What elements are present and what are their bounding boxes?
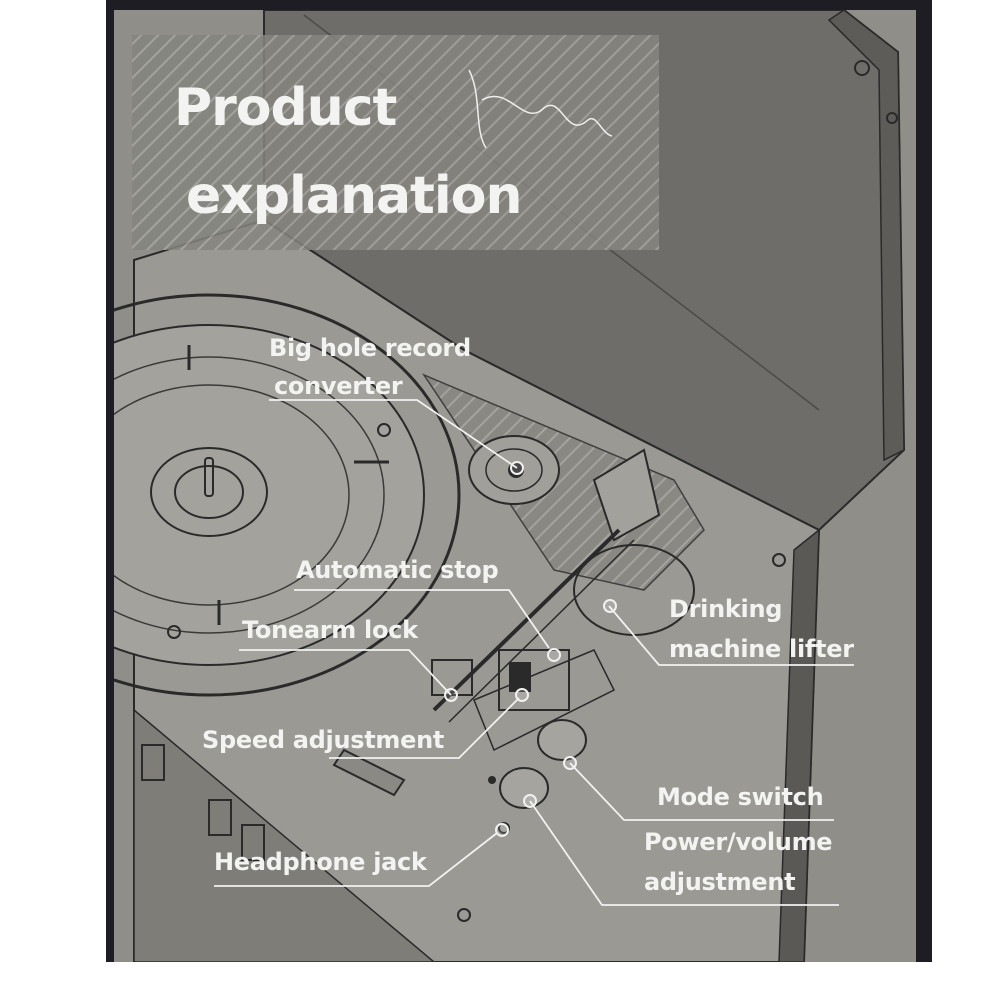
label-power-volume-adjustment: Power/volume (644, 828, 833, 856)
tonearm-counterweight (332, 748, 406, 797)
speed-switch-housing (498, 649, 570, 711)
label-tonearm-lock: Tonearm lock (242, 616, 418, 644)
base-right-edge (778, 528, 820, 962)
control-plate (473, 649, 616, 752)
leader-speed (329, 697, 520, 759)
callout-dot-lifter (603, 599, 617, 613)
turntable-illustration (114, 10, 906, 962)
callout-dot-auto-stop (547, 648, 561, 662)
front-port-3 (241, 824, 265, 861)
indicator-light (488, 776, 496, 784)
screw-3 (772, 553, 786, 567)
lid-edge (827, 10, 905, 462)
record-adapter-ring (485, 448, 543, 492)
screw-4 (457, 908, 471, 922)
leader-lifter (608, 605, 854, 666)
label-speed-adjustment: Speed adjustment (202, 726, 445, 754)
callout-dot-mode (563, 756, 577, 770)
callout-dot-tonearm-lock (444, 688, 458, 702)
front-port-1 (141, 744, 165, 781)
platter-label (150, 447, 268, 537)
label-drinking-machine-lifter: Drinking (669, 595, 783, 623)
platter-groove-1 (114, 356, 385, 634)
front-port-2 (208, 799, 232, 836)
diagram-panel: Product explanation Big hole record conv… (114, 10, 916, 962)
mode-knob (537, 719, 587, 761)
platter-rim (114, 293, 461, 697)
leader-converter (269, 399, 518, 469)
screw-2 (167, 625, 181, 639)
title-line-1: Product (174, 78, 397, 138)
leader-power (529, 800, 839, 906)
screw-1 (377, 423, 391, 437)
title-line-2: explanation (186, 166, 522, 226)
leader-mode (569, 762, 834, 821)
callout-dot-converter (510, 461, 524, 475)
callout-dot-power (523, 794, 537, 808)
callout-dot-headphone (495, 823, 509, 837)
tonearm (432, 528, 621, 712)
label-mode-switch: Mode switch (657, 783, 824, 811)
lid-hinge-top (854, 60, 870, 76)
tonearm-inner (448, 539, 635, 723)
diagram-frame: Product explanation Big hole record conv… (106, 0, 932, 962)
leader-auto-stop (294, 589, 550, 649)
title-box (132, 35, 659, 250)
leader-lines (214, 399, 854, 906)
signature (468, 69, 613, 149)
label-big-hole-record-converter-line2: converter (274, 372, 403, 400)
front-panel (133, 708, 436, 962)
label-big-hole-record-converter: Big hole record (269, 334, 471, 362)
label-automatic-stop: Automatic stop (296, 556, 499, 584)
platter-groove-2 (114, 384, 350, 606)
label-power-volume-adjustment-line2: adjustment (644, 868, 796, 896)
speed-switch (509, 662, 531, 692)
label-headphone-jack: Headphone jack (214, 848, 427, 876)
lid-hinge-side (886, 112, 898, 124)
tonearm-headshell (592, 448, 661, 542)
callout-dot-speed (515, 688, 529, 702)
leader-tonearm-lock (239, 649, 452, 696)
spindle-base (174, 465, 244, 519)
leader-headphone (214, 832, 498, 887)
spindle (204, 457, 214, 497)
label-drinking-machine-lifter-line2: machine lifter (669, 635, 854, 663)
